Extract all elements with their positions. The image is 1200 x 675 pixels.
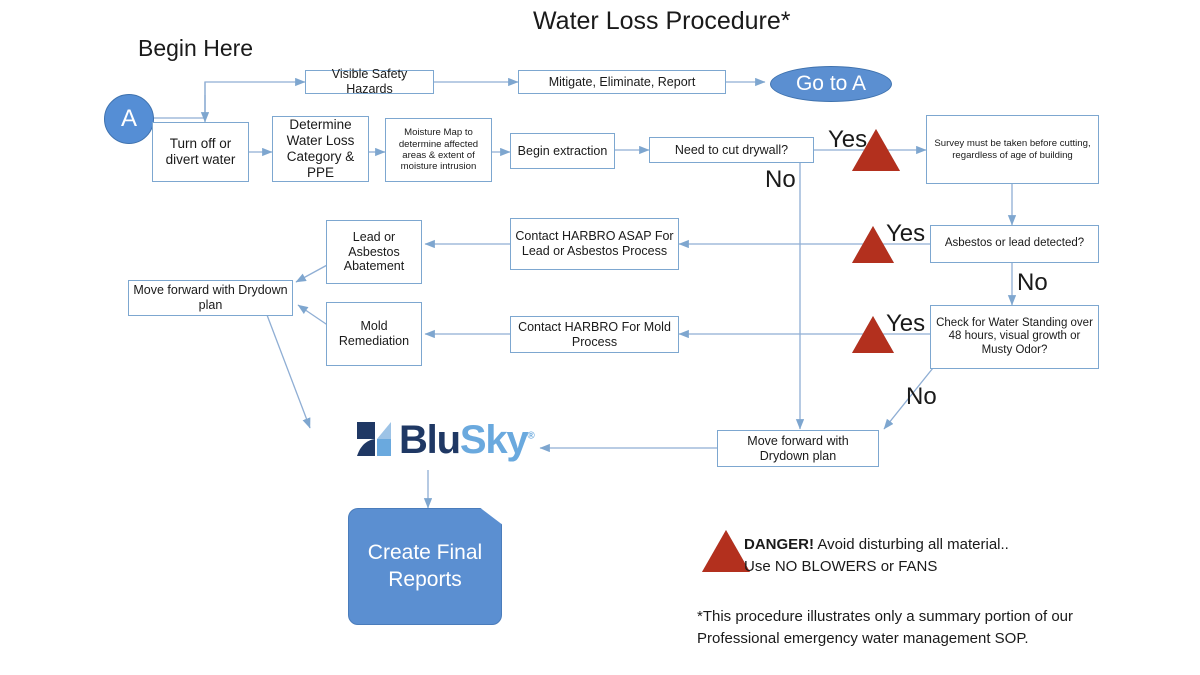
node-label: Lead or Asbestos Abatement (343, 229, 405, 274)
node-drydown-plan-left[interactable]: Move forward with Drydown plan (128, 280, 293, 316)
begin-here-label: Begin Here (138, 35, 254, 61)
blusky-logo: BluSky® (357, 418, 535, 462)
node-create-final-reports[interactable]: Create Final Reports (348, 508, 502, 625)
node-label: Move forward with Drydown plan (133, 283, 288, 312)
node-mold-remediation[interactable]: Mold Remediation (326, 302, 422, 366)
node-visible-safety-hazards[interactable]: Visible Safety Hazards (305, 67, 434, 96)
label-no-water: No (906, 383, 937, 410)
node-label: Contact HARBRO For Mold Process (518, 319, 671, 349)
blusky-mark-icon (357, 420, 397, 460)
danger-legend-line1: DANGER! Avoid disturbing all material.. (744, 534, 1009, 556)
logo-tm-mark: ® (527, 430, 534, 442)
node-label: Begin extraction (517, 143, 608, 158)
footnote-text: *This procedure illustrates only a summa… (697, 606, 1073, 650)
danger-legend-text: DANGER! Avoid disturbing all material.. … (744, 534, 1009, 578)
danger-legend-bold: DANGER! (744, 536, 814, 553)
node-survey-before-cutting[interactable]: Survey must be taken before cutting, reg… (926, 115, 1099, 184)
node-label: Create Final Reports (367, 541, 483, 591)
logo-sky-text: Sky (459, 418, 529, 462)
goto-a-connector[interactable]: Go to A (770, 66, 892, 102)
node-moisture-map[interactable]: Moisture Map to determine affected areas… (385, 118, 492, 182)
node-contact-harbro-mold[interactable]: Contact HARBRO For Mold Process (510, 316, 679, 353)
danger-legend-rest: Avoid disturbing all material.. (814, 536, 1009, 553)
node-label: Contact HARBRO ASAP For Lead or Asbestos… (515, 229, 674, 258)
footnote-line2: Professional emergency water management … (697, 629, 1029, 647)
node-drydown-plan-bottom[interactable]: Move forward with Drydown plan (717, 430, 879, 467)
node-turn-off-divert-water[interactable]: Turn off or divert water (152, 122, 249, 182)
label-no-drywall: No (765, 166, 796, 193)
danger-legend-line2: Use NO BLOWERS or FANS (744, 557, 938, 575)
node-label: Check for Water Standing over 48 hours, … (936, 316, 1093, 356)
node-label: Mitigate, Eliminate, Report (548, 74, 696, 89)
node-label: Determine Water Loss Category & PPE (286, 117, 355, 180)
node-asbestos-or-lead-detected[interactable]: Asbestos or lead detected? (930, 225, 1099, 263)
node-begin-extraction[interactable]: Begin extraction (510, 133, 615, 169)
node-label: Turn off or divert water (165, 136, 236, 167)
start-connector-a[interactable]: A (104, 94, 154, 144)
node-check-water-standing[interactable]: Check for Water Standing over 48 hours, … (930, 305, 1099, 369)
node-lead-or-asbestos-abatement[interactable]: Lead or Asbestos Abatement (326, 220, 422, 284)
node-mitigate-eliminate-report[interactable]: Mitigate, Eliminate, Report (518, 70, 726, 94)
node-label: Visible Safety Hazards (331, 67, 408, 96)
label-no-asbestos: No (1017, 269, 1048, 296)
node-label: Survey must be taken before cutting, reg… (934, 138, 1091, 161)
node-label: Need to cut drywall? (674, 142, 789, 157)
node-need-to-cut-drywall[interactable]: Need to cut drywall? (649, 137, 814, 163)
footnote-line1: *This procedure illustrates only a summa… (697, 608, 1073, 625)
node-label: Moisture Map to determine affected areas… (398, 127, 479, 173)
node-determine-category-ppe[interactable]: Determine Water Loss Category & PPE (272, 116, 369, 182)
node-label: Move forward with Drydown plan (747, 433, 849, 463)
logo-blu-text: Blu (399, 418, 461, 462)
node-label: Asbestos or lead detected? (944, 237, 1085, 250)
node-label: Mold Remediation (338, 319, 410, 348)
node-contact-harbro-lead-asbestos[interactable]: Contact HARBRO ASAP For Lead or Asbestos… (510, 218, 679, 270)
page-title: Water Loss Procedure* (533, 7, 791, 35)
blusky-wordmark: BluSky® (399, 418, 535, 462)
